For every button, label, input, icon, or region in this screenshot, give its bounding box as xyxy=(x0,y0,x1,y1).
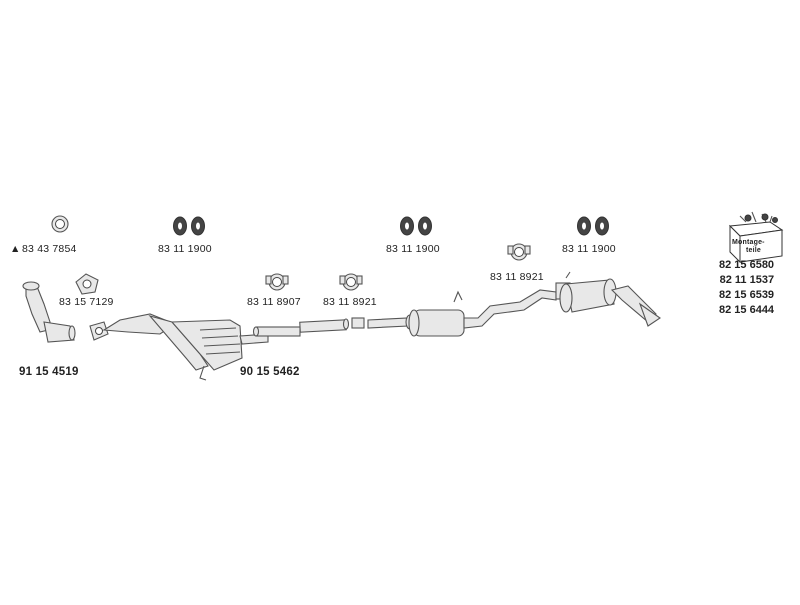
sleeve-icon xyxy=(351,317,365,329)
front-pipe-part-number: 91 15 4519 xyxy=(19,366,79,378)
hanger-part-number: 83 11 1900 xyxy=(158,243,212,255)
gasket-ring-marker: ▲ xyxy=(10,243,21,255)
clamp-part-number: 83 11 8921 xyxy=(323,296,377,308)
kit-part-numbers: 82 15 6580 82 11 1537 82 15 6539 82 15 6… xyxy=(719,258,774,318)
kit-part-number: 82 15 6539 xyxy=(719,289,775,301)
gasket-ring-part-number: 83 43 7854 xyxy=(22,243,77,255)
intermediate-pipe-icon xyxy=(299,318,350,333)
gasket-ring-icon xyxy=(51,215,69,233)
kit-part-number: 82 15 6444 xyxy=(719,304,775,316)
center-silencer-icon xyxy=(367,289,557,337)
clamp-icon xyxy=(339,273,363,291)
clamp-icon xyxy=(507,243,531,261)
front-pipe-icon xyxy=(22,281,76,343)
clamp-icon xyxy=(265,273,289,291)
flange-connector-icon xyxy=(89,321,109,341)
kit-part-number: 82 11 1537 xyxy=(719,274,775,286)
rubber-hanger-icon xyxy=(173,216,205,236)
hanger-part-number: 83 11 1900 xyxy=(562,243,616,255)
flange-gasket-icon xyxy=(75,273,99,295)
kit-part-number: 82 15 6580 xyxy=(719,259,775,271)
kit-box-label-line2: teile xyxy=(746,247,762,254)
rear-silencer-icon xyxy=(555,271,661,327)
clamp-part-number: 83 11 8907 xyxy=(247,296,301,308)
hanger-part-number: 83 11 1900 xyxy=(386,243,440,255)
catalytic-converter-part-number: 90 15 5462 xyxy=(240,366,300,378)
kit-box-label-line1: Montage- xyxy=(732,239,765,246)
rubber-hanger-icon xyxy=(400,216,432,236)
rubber-hanger-icon xyxy=(577,216,609,236)
flange-gasket-part-number: 83 15 7129 xyxy=(59,296,114,308)
clamp-part-number: 83 11 8921 xyxy=(490,271,544,283)
intermediate-pipe-icon xyxy=(252,326,301,337)
mounting-kit-box-icon xyxy=(728,211,784,264)
